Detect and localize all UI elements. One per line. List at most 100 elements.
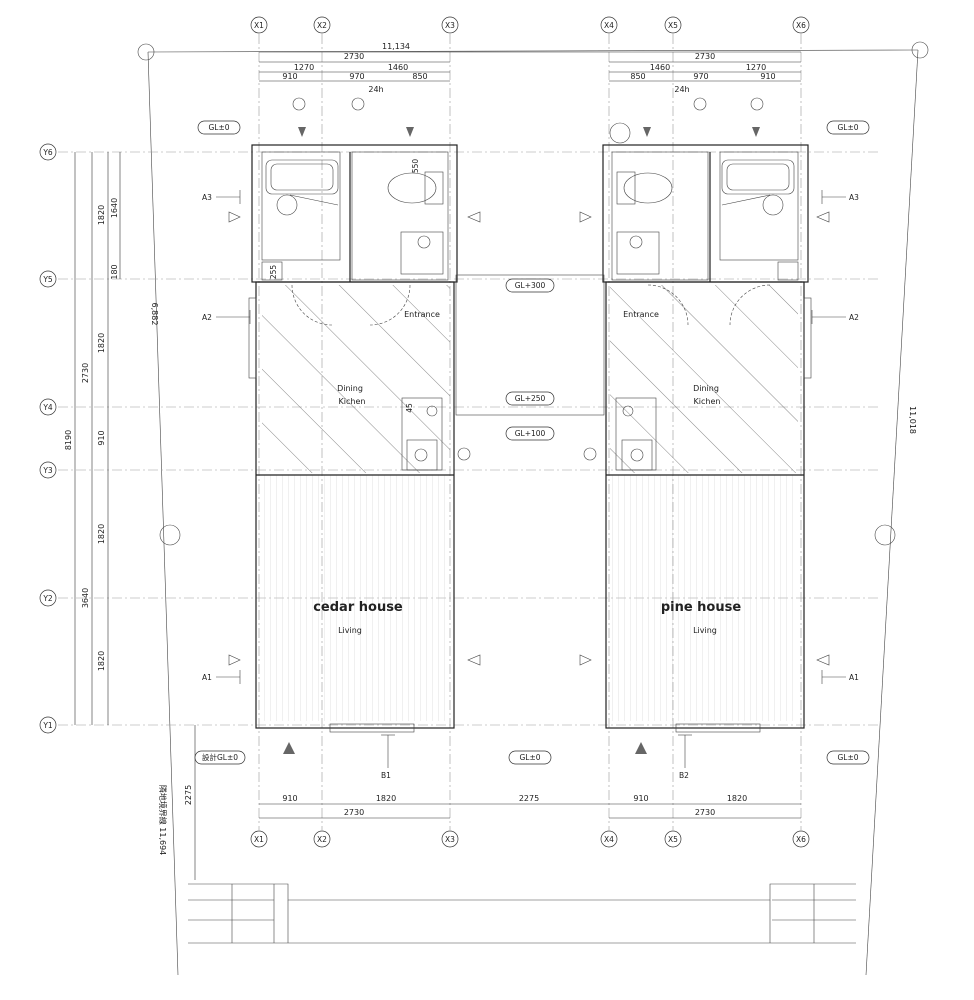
dim-bottom-910-left: 910 [282, 794, 297, 803]
dim-bottom-2730-left: 2730 [344, 808, 364, 817]
dim-left-2730: 2730 [81, 363, 90, 383]
pine-entry-mark-2 [752, 127, 760, 137]
level-gl-100: GL+100 [515, 429, 546, 438]
dim-wet-1640: 1640 [110, 198, 119, 218]
cedar-arrow-a3 [228, 211, 241, 223]
grid-bubbles-y: Y6 Y5 Y4 Y3 Y2 Y1 [39, 143, 57, 734]
dim-overall-width: 11,134 [382, 42, 410, 51]
dim-toilet-550: 550 [411, 159, 420, 174]
level-gl-top-right: GL±0 [837, 123, 858, 132]
pine-arrow-a1 [816, 654, 830, 666]
dim-cedar-total: 2730 [344, 52, 364, 61]
bottom-dimensions: 910 1820 2275 910 1820 2730 2730 [259, 794, 801, 819]
pine-arrow-left-1 [579, 211, 592, 223]
left-dimensions: 8190 2730 3640 1820 1820 910 1820 1820 1… [64, 152, 159, 725]
cedar-arrow-right-2 [467, 654, 481, 666]
dim-right-11018: 11,018 [908, 406, 917, 434]
section-markers: A3 A2 A1 A3 A2 A1 B1 B2 [202, 190, 859, 780]
boundary-label: 隣地境界線 11,694 [158, 785, 168, 856]
dim-bottom-910-right: 910 [633, 794, 648, 803]
grid-bubbles-x-bottom: X1 X2 X3 X4 X5 X6 [250, 830, 810, 848]
dim-cedar-1460: 1460 [388, 63, 408, 72]
dim-wet-180: 180 [110, 264, 119, 279]
vent-24h-pine: 24h [674, 85, 689, 94]
dim-pine-total: 2730 [695, 52, 715, 61]
section-a3-left: A3 [202, 193, 212, 202]
cedar-arrow-a1 [228, 654, 241, 666]
grid-x2-top: X2 [317, 21, 327, 30]
section-a1-left: A1 [202, 673, 212, 682]
cedar-dining-label: Dining [337, 384, 363, 393]
pine-living-label: Living [693, 626, 717, 635]
cedar-arrow-right-1 [467, 211, 481, 223]
pine-arrow-a3 [816, 211, 830, 223]
cedar-entry-mark-2 [406, 127, 414, 137]
dim-cedar-850: 850 [412, 72, 427, 81]
level-gl-300: GL+300 [515, 281, 546, 290]
grid-x5-top: X5 [668, 21, 678, 30]
site-boundary [137, 41, 929, 976]
level-gl-bottom-mid: GL±0 [519, 753, 540, 762]
dim-bottom-1820-right: 1820 [727, 794, 747, 803]
level-gl-top-left: GL±0 [208, 123, 229, 132]
grid-y6: Y6 [42, 148, 53, 157]
dim-inner-1820-a: 1820 [97, 205, 106, 225]
grid-x2-bottom: X2 [317, 835, 327, 844]
dim-sill-255: 255 [269, 265, 278, 280]
dim-left-3640: 3640 [81, 588, 90, 608]
grid-y4: Y4 [42, 403, 53, 412]
dim-cedar-1270: 1270 [294, 63, 314, 72]
grid-bubbles-x-top: X1 X2 X3 X4 X5 X6 [250, 16, 810, 34]
section-a2-right: A2 [849, 313, 859, 322]
section-a2-left: A2 [202, 313, 212, 322]
pine-entry-mark-1 [643, 127, 651, 137]
dim-inner-1820-d: 1820 [97, 651, 106, 671]
grid-x3-bottom: X3 [445, 835, 455, 844]
cedar-house: 255 550 45 Entrance Dining Kichen cedar … [228, 127, 481, 754]
dim-pine-1270: 1270 [746, 63, 766, 72]
cedar-entry-mark-3 [283, 742, 295, 754]
dim-pine-1460: 1460 [650, 63, 670, 72]
dim-inner-1820-c: 1820 [97, 524, 106, 544]
grid-x6-top: X6 [796, 21, 806, 30]
dim-inner-1820-b: 1820 [97, 333, 106, 353]
cedar-entry-mark-1 [298, 127, 306, 137]
pine-entry-mark-3 [635, 742, 647, 754]
section-b2: B2 [679, 771, 689, 780]
grid-y3: Y3 [42, 466, 53, 475]
dim-bottom-1820-left: 1820 [376, 794, 396, 803]
grid-y1: Y1 [42, 721, 53, 730]
grid-x1-top: X1 [254, 21, 264, 30]
cedar-house-name: cedar house [313, 600, 403, 615]
pine-kitchen-label: Kichen [694, 397, 721, 406]
level-gl-bottom-right: GL±0 [837, 753, 858, 762]
section-a3-right: A3 [849, 193, 859, 202]
dim-pine-910: 910 [760, 72, 775, 81]
side-dimensions: 11,018 隣地境界線 11,694 2275 [158, 406, 917, 880]
dim-left-8190: 8190 [64, 430, 73, 450]
level-gl-250: GL+250 [515, 394, 546, 403]
road-area [188, 883, 856, 944]
grid-x5-bottom: X5 [668, 835, 678, 844]
pine-entrance-label: Entrance [623, 310, 659, 319]
cedar-living-label: Living [338, 626, 362, 635]
grid-y2: Y2 [42, 594, 53, 603]
cedar-kitchen-label: Kichen [339, 397, 366, 406]
dim-inner-910: 910 [97, 430, 106, 445]
dim-cedar-910: 910 [282, 72, 297, 81]
dim-bottom-2275: 2275 [519, 794, 539, 803]
grid-y5: Y5 [42, 275, 53, 284]
dim-pine-970: 970 [693, 72, 708, 81]
dim-bottom-gap-2275: 2275 [184, 785, 193, 805]
vent-24h-cedar: 24h [368, 85, 383, 94]
section-b1: B1 [381, 771, 391, 780]
level-markers: GL±0 GL±0 GL+300 GL+250 GL+100 設計GL±0 GL… [194, 120, 870, 765]
dim-bottom-2730-right: 2730 [695, 808, 715, 817]
section-a1-right: A1 [849, 673, 859, 682]
grid-x4-top: X4 [604, 21, 614, 30]
grid-x3-top: X3 [445, 21, 455, 30]
top-dimensions: 11,134 2730 1270 1460 910 970 850 24h 27… [259, 42, 801, 111]
pine-house-name: pine house [661, 600, 742, 615]
pine-house: Entrance Dining Kichen pine house Living [579, 127, 830, 754]
